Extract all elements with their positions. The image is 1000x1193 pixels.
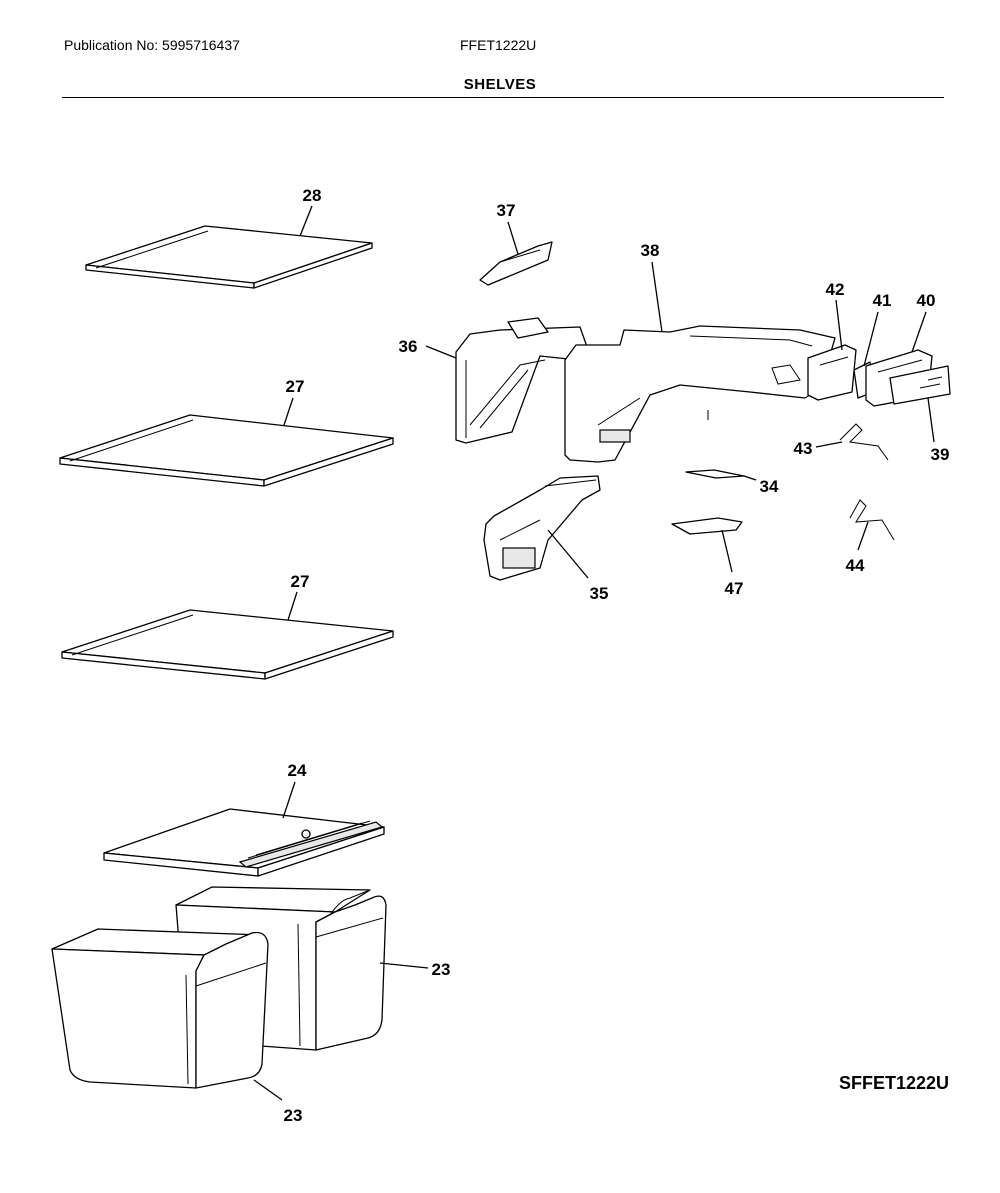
part-35-support: [483, 475, 601, 581]
callout-39: 39: [931, 445, 950, 464]
callout-23-rear: 23: [432, 960, 451, 979]
callout-43: 43: [794, 439, 813, 458]
callout-24: 24: [288, 761, 307, 780]
callout-27-lower: 27: [291, 572, 310, 591]
part-42-housing: [807, 299, 857, 401]
part-36-support: [425, 317, 587, 444]
crisper-drawer-23-front: [51, 928, 283, 1101]
callout-27-upper: 27: [286, 377, 305, 396]
header-divider: [62, 97, 944, 98]
part-37-bracket: [479, 221, 553, 286]
publication-number: Publication No: 5995716437: [64, 37, 240, 53]
callout-28: 28: [303, 186, 322, 205]
callout-40: 40: [917, 291, 936, 310]
model-number: FFET1222U: [460, 37, 537, 53]
part-43-wire: [815, 423, 889, 461]
part-47-plate: [671, 517, 743, 573]
shelf-27-upper: [59, 397, 394, 487]
part-39-label: [889, 365, 951, 443]
callout-44: 44: [846, 556, 865, 575]
callout-41: 41: [873, 291, 892, 310]
part-34-strip: [685, 469, 757, 481]
callout-36: 36: [399, 337, 418, 356]
part-38-rail: [564, 261, 836, 463]
section-title: SHELVES: [463, 76, 537, 93]
callout-38: 38: [641, 241, 660, 260]
callout-23-front: 23: [284, 1106, 303, 1125]
shelf-28: [85, 205, 373, 289]
callout-37: 37: [497, 201, 516, 220]
callout-42: 42: [826, 280, 845, 299]
shelf-27-lower: [61, 591, 394, 680]
callout-35: 35: [590, 584, 609, 603]
callout-34: 34: [760, 477, 779, 496]
callout-47: 47: [725, 579, 744, 598]
part-44-wire: [849, 499, 895, 551]
crisper-cover-24: [103, 781, 385, 877]
diagram-code: SFFET1222U: [838, 1073, 949, 1093]
